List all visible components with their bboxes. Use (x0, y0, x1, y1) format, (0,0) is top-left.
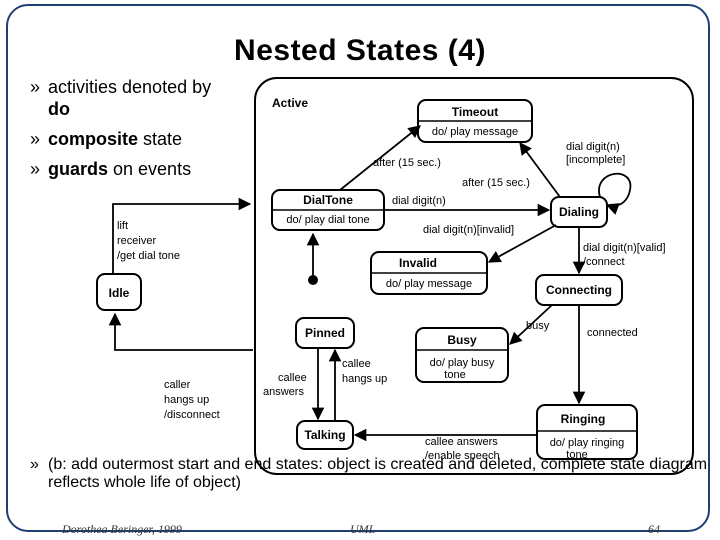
label-dial-valid-2: /connect (583, 256, 625, 268)
bottom-bullet: » (b: add outermost start and end states… (30, 456, 710, 492)
label-connected: connected (587, 327, 638, 339)
edge-idle-to-active (112, 197, 252, 274)
state-pinned-name: Pinned (305, 326, 345, 340)
bottom-bullet-text: (b: add outermost start and end states: … (48, 456, 708, 491)
state-ringing (536, 404, 638, 460)
bullet-text: activities denoted by (48, 77, 212, 97)
label-dial-incomplete-2: [incomplete] (566, 154, 625, 166)
label-dial-invalid: dial digit(n)[invalid] (423, 224, 514, 236)
bullet-bold: composite (48, 129, 139, 149)
bullet-composite: » composite state (30, 128, 230, 150)
label-lift: lift (117, 220, 128, 232)
edge-dialing-self-loop (598, 172, 632, 215)
state-dialtone-name: DialTone (303, 193, 353, 207)
active-label: Active (272, 96, 308, 110)
bullet-bold: guards (48, 159, 109, 179)
edge-dialtone-to-timeout (339, 125, 421, 191)
label-caller-hangs: caller (164, 379, 191, 391)
footer-topic: UML (350, 522, 376, 536)
label-dial-digit: dial digit(n) (392, 195, 446, 207)
label-callee-answers-speech-2: /enable speech (425, 450, 500, 462)
label-busy: busy (526, 320, 550, 332)
edge-connecting-to-busy (509, 304, 553, 345)
label-caller-hangs-3: /disconnect (164, 409, 220, 421)
label-caller-hangs-2: hangs up (164, 394, 209, 406)
label-callee-hangs-2: hangs up (342, 373, 387, 385)
label-dial-incomplete: dial digit(n) (566, 141, 620, 153)
label-dial-valid: dial digit(n)[valid] (583, 242, 666, 254)
bullet-text: on events (108, 159, 192, 179)
edge-dialing-to-invalid (487, 224, 557, 263)
label-callee-answers-speech: callee answers (425, 436, 498, 448)
label-callee-answers-2: answers (263, 386, 304, 398)
state-ringing-activity: do/ play ringing (550, 437, 625, 449)
footer-page-number: 64 (648, 522, 660, 536)
edge-active-to-idle (108, 312, 253, 351)
initial-state-dot (308, 275, 318, 285)
state-invalid-name: Invalid (399, 256, 437, 270)
label-callee-hangs: callee (342, 358, 371, 370)
bullet-list: » activities denoted by do » composite s… (30, 76, 230, 188)
state-idle-name: Idle (109, 286, 130, 300)
state-pinned (295, 317, 355, 349)
state-talking (296, 420, 354, 450)
label-lift-3: /get dial tone (117, 250, 180, 262)
label-after-1: after (15 sec.) (373, 157, 441, 169)
state-dialtone-activity: do/ play dial tone (286, 214, 369, 226)
bullet-activities: » activities denoted by do (30, 76, 230, 120)
state-ringing-activity-2: tone (566, 449, 587, 461)
bullet-mark: » (30, 159, 41, 179)
state-busy-name: Busy (447, 333, 477, 347)
state-ringing-name: Ringing (561, 412, 606, 426)
state-busy-activity-2: tone (444, 369, 465, 381)
state-busy-activity: do/ play busy (430, 357, 495, 369)
bullet-text: state (138, 129, 183, 149)
state-talking-name: Talking (304, 428, 345, 442)
bullet-bold: do (48, 99, 70, 119)
bullet-mark: » (30, 77, 41, 97)
footer-author: Dorothea Beringer, 1999 (62, 522, 182, 536)
bullet-mark: » (30, 456, 39, 473)
state-timeout-activity: do/ play message (432, 126, 518, 138)
label-after-2: after (15 sec.) (462, 177, 530, 189)
state-invalid-activity: do/ play message (386, 278, 472, 290)
edge-dialing-to-timeout (519, 141, 561, 198)
state-connecting-name: Connecting (546, 283, 612, 297)
state-timeout-name: Timeout (452, 105, 498, 119)
bullet-guards: » guards on events (30, 158, 230, 180)
state-dialing-name: Dialing (559, 205, 599, 219)
state-busy (415, 327, 509, 383)
label-callee-answers: callee (278, 372, 307, 384)
slide-title: Nested States (4) (234, 34, 486, 67)
slide-frame (6, 4, 710, 532)
label-lift-2: receiver (117, 235, 156, 247)
bullet-mark: » (30, 129, 41, 149)
state-idle (96, 273, 142, 311)
